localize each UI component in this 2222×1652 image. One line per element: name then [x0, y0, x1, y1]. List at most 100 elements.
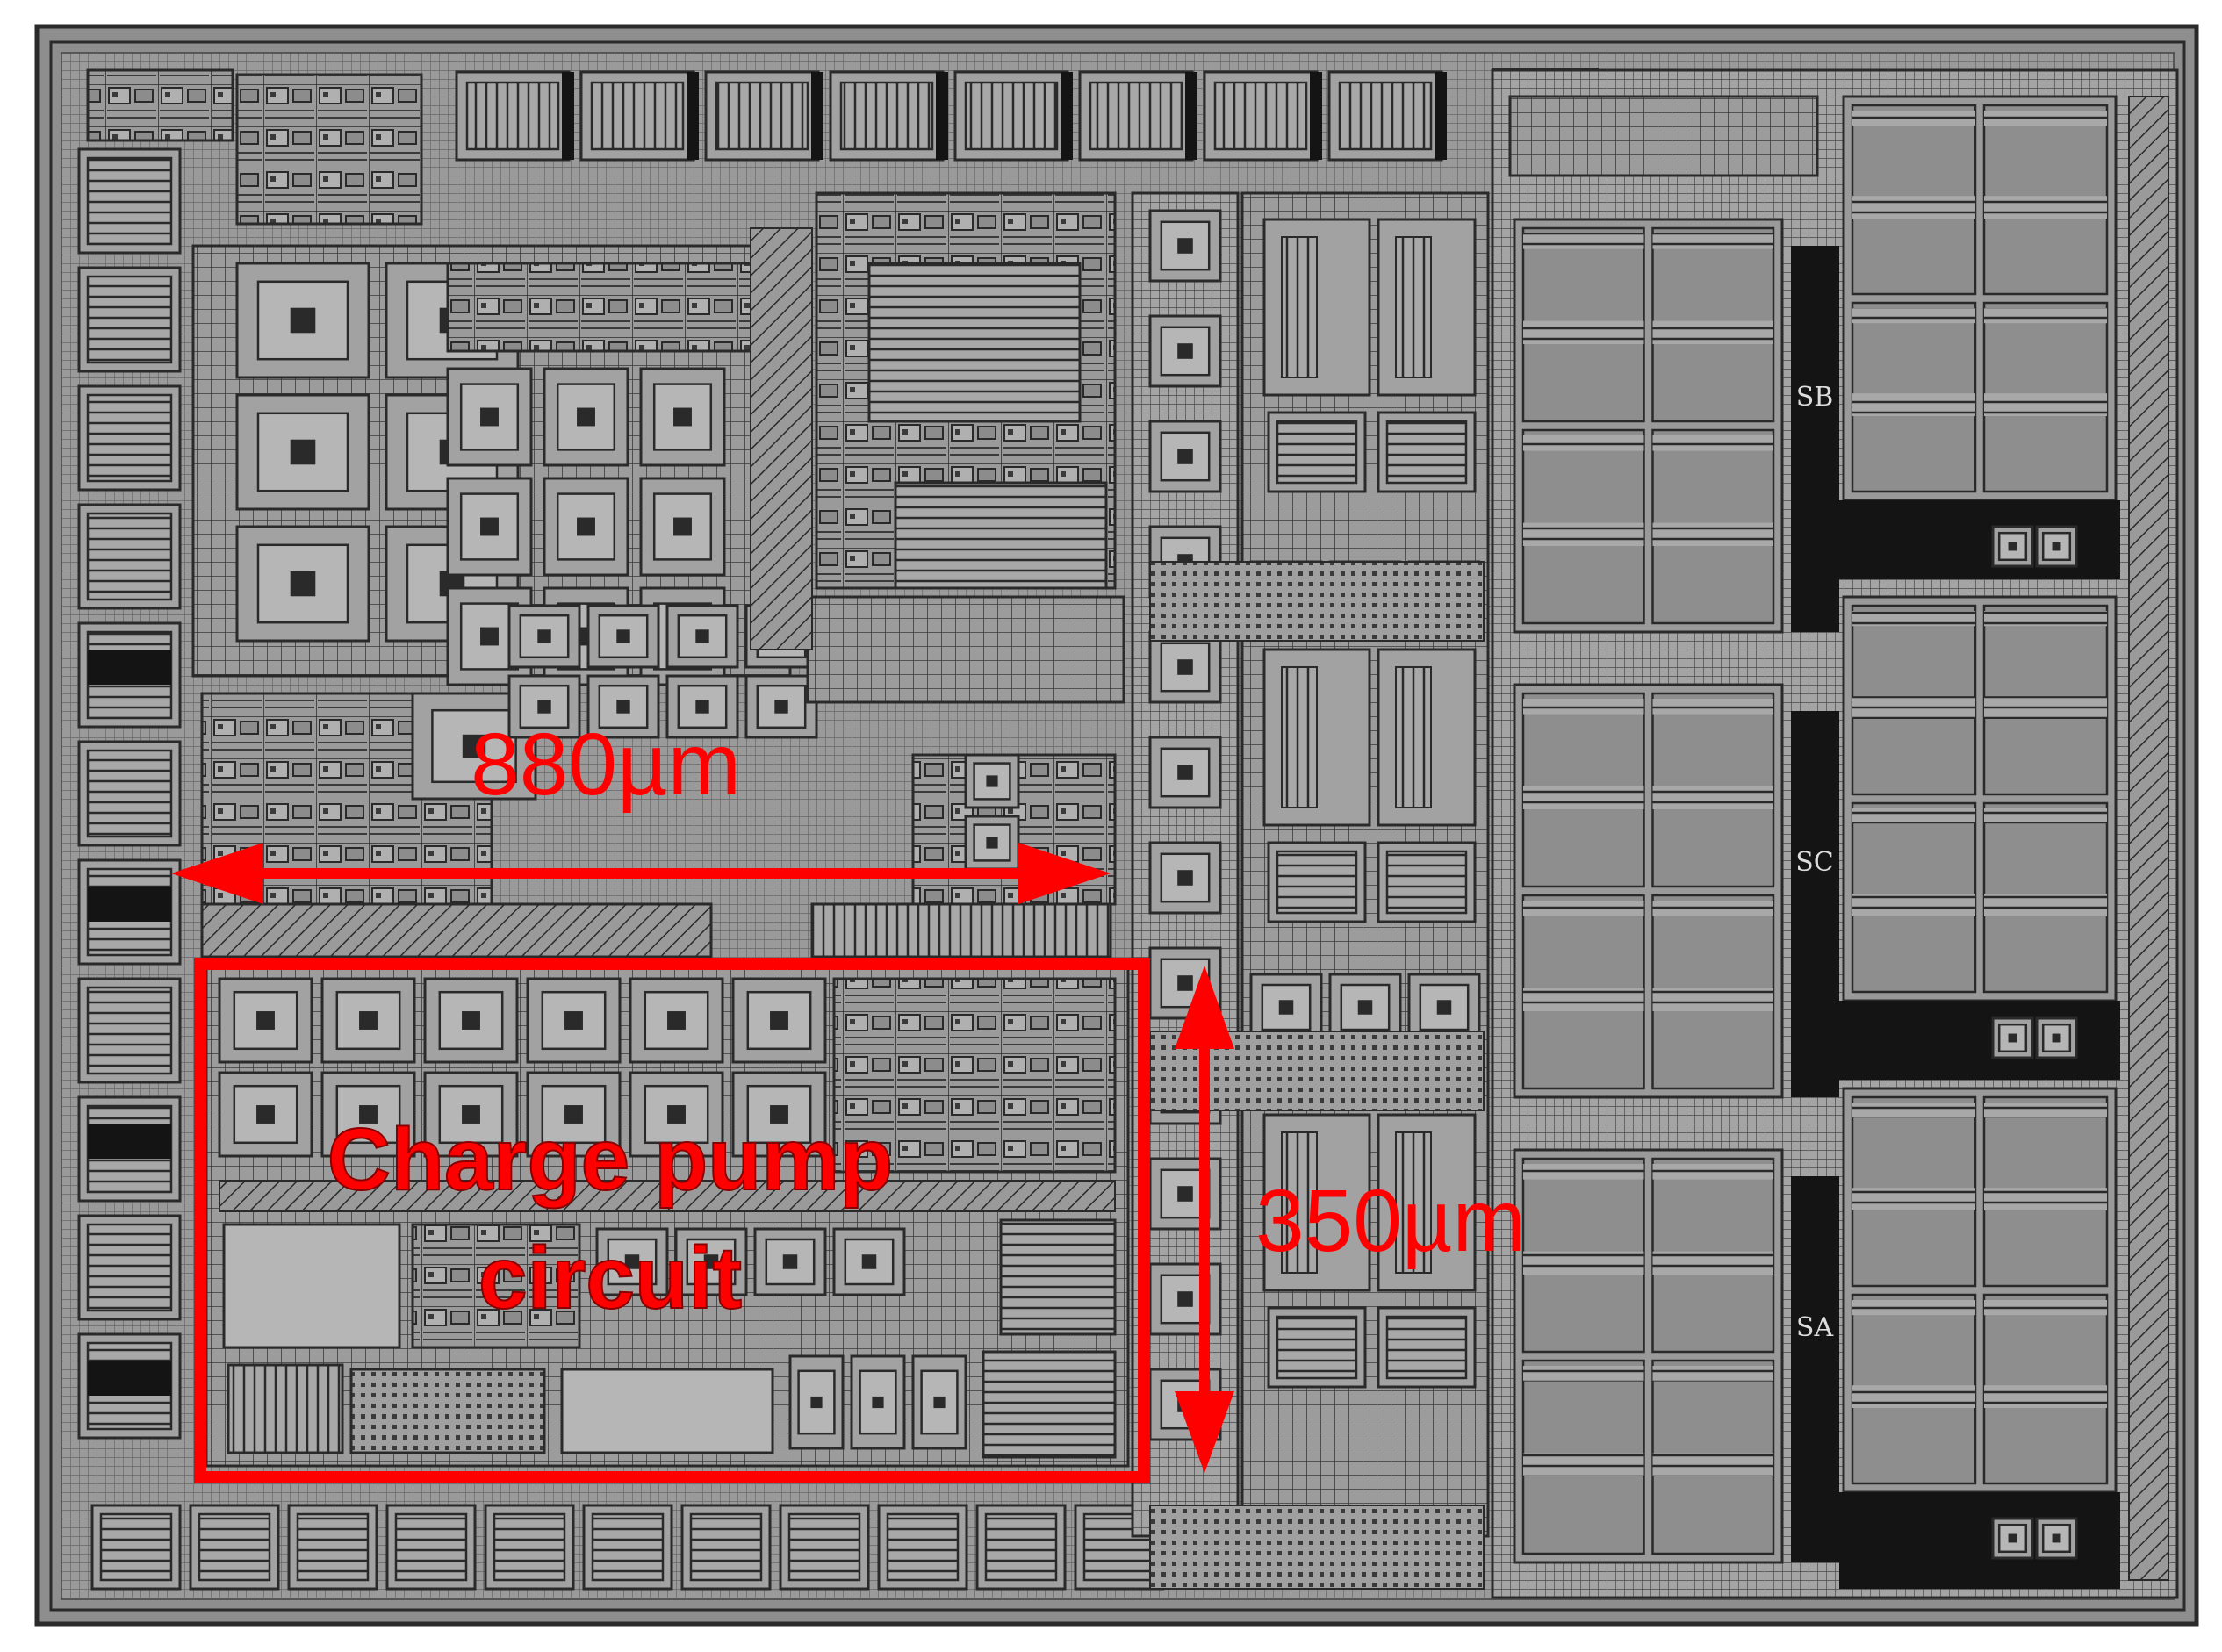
switch-driver-band	[1839, 500, 2120, 579]
switch-driver-cell	[2035, 1517, 2078, 1560]
width-arrow-head-right	[1018, 843, 1111, 904]
cp-diode-array	[595, 1227, 906, 1296]
bottom-pad	[90, 1504, 182, 1591]
mid-narrow-cell	[1148, 314, 1222, 388]
left-pad-spacer	[88, 887, 171, 922]
left-pad	[77, 384, 182, 492]
top-pad	[579, 70, 699, 162]
width-label: 880µm	[471, 715, 741, 814]
cp-clock-block	[411, 1223, 581, 1349]
middle-column-blocks	[1131, 191, 1490, 1590]
ul-bias-cell	[235, 393, 370, 511]
switch-driver-cell	[1991, 1517, 2034, 1560]
ul-bias-cell	[235, 525, 370, 643]
cp-switch-cell	[629, 1071, 724, 1158]
mid-grid-b-cell	[1249, 973, 1323, 1042]
block-label-sb: SB	[1796, 382, 1834, 413]
cp-out-cell	[911, 1354, 967, 1450]
mid-dot-band-1	[1149, 561, 1485, 642]
height-arrow-head-bottom	[1175, 1391, 1234, 1473]
switch-array-right-3	[1842, 1087, 2118, 1494]
mid-narrow-cell	[1148, 420, 1222, 493]
mid-dot-band-3	[1149, 1505, 1485, 1590]
cp-switch-cell	[526, 1071, 622, 1158]
mid-grid-b-array	[1249, 973, 1481, 1042]
charge-pump-region-box	[194, 958, 1150, 1483]
left-pad-spacer	[88, 1361, 171, 1396]
ul-bias-cell	[235, 262, 370, 379]
switch-driver-band	[1839, 1001, 2120, 1080]
top-pad	[704, 70, 823, 162]
cp-out-array	[788, 1354, 967, 1450]
ul-small-cell	[744, 674, 818, 739]
bottom-pad	[385, 1504, 477, 1591]
ul-small-cell	[586, 604, 660, 669]
cp-diode-cell	[595, 1227, 669, 1296]
left-pad	[77, 740, 182, 847]
mid-narrow-cell	[1148, 630, 1222, 704]
cp-capacitor-large	[222, 1223, 401, 1349]
ct-resistor-row	[810, 902, 1112, 959]
cp-diode-cell	[753, 1227, 827, 1296]
cp-switch-array	[218, 977, 827, 1158]
ct-logic-row	[806, 595, 1125, 704]
region-label-line2: circuit	[478, 1229, 742, 1327]
mid-transistor-group	[1262, 218, 1477, 493]
block-label-sa: SA	[1796, 1312, 1834, 1343]
charge-pump-internals	[205, 964, 1130, 1468]
top-pad	[953, 70, 1073, 162]
bottom-pad	[484, 1504, 575, 1591]
ct-cap-array	[964, 753, 1020, 871]
cp-switch-cell	[320, 1071, 416, 1158]
ul-small-cell	[507, 674, 581, 739]
mid-grid-b-cell	[1407, 973, 1481, 1042]
left-pad	[77, 977, 182, 1084]
region-label-line1: Charge pump	[327, 1110, 893, 1209]
top-left-logic-block	[86, 68, 234, 142]
cp-switch-cell	[218, 977, 313, 1064]
cp-switch-cell	[731, 977, 827, 1064]
ct-register-bank	[867, 262, 1082, 423]
mid-narrow-cell	[1148, 209, 1222, 283]
top-pad	[455, 70, 574, 162]
cp-out-cell	[788, 1354, 845, 1450]
top-pad	[1078, 70, 1197, 162]
ul-amp-cell	[639, 367, 726, 467]
top-pad	[829, 70, 948, 162]
cp-switch-cell	[423, 977, 519, 1064]
die-seal-ring	[49, 40, 2186, 1612]
switch-connector-strip	[1791, 711, 1839, 1097]
switch-array-left-3	[1513, 1148, 1784, 1564]
cp-output-stage	[982, 1350, 1117, 1459]
cp-cap-b	[349, 1368, 546, 1454]
height-arrow-head-top	[1175, 966, 1234, 1049]
left-pad-spacer	[88, 1124, 171, 1159]
bottom-io-row	[90, 1504, 1165, 1591]
ul-small-cell	[586, 674, 660, 739]
block-label-sc: SC	[1795, 847, 1834, 878]
top-pad	[1203, 70, 1322, 162]
ul-small-cell	[665, 674, 739, 739]
ul-capacitor-cell	[411, 692, 537, 801]
right-switch-area: SB SC SA	[1491, 68, 2179, 1599]
mid-transistor-group	[1262, 1113, 1477, 1389]
mid-narrow-cell	[1148, 841, 1222, 915]
switch-connector-strip	[1791, 1176, 1839, 1562]
cp-logic	[832, 977, 1117, 1174]
switch-array-right-1	[1842, 95, 2118, 502]
ct-bus-lines	[894, 481, 1108, 590]
left-pad	[77, 503, 182, 610]
width-arrow-head-left	[171, 843, 263, 904]
mid-pad	[1267, 1306, 1367, 1389]
cp-switch-cell	[320, 977, 416, 1064]
mid-pad	[1267, 841, 1367, 923]
cp-switch-cell	[526, 977, 622, 1064]
ul-amp-cell	[446, 367, 533, 467]
mid-pad	[1377, 841, 1477, 923]
ct-cap-cell	[964, 815, 1020, 871]
bottom-pad	[680, 1504, 772, 1591]
top-pad	[1327, 70, 1447, 162]
